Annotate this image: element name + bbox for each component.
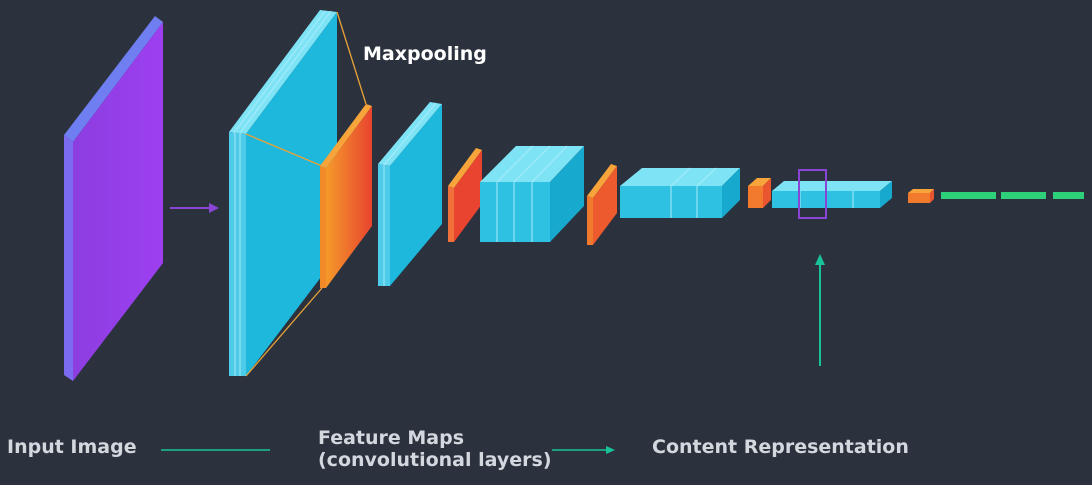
content-representation-label: Content Representation (652, 436, 909, 458)
conv-layer-5 (772, 181, 892, 208)
fully-connected-layers (941, 192, 1084, 199)
input-arrow (170, 203, 219, 213)
pool-layer-3 (587, 164, 617, 245)
conv-layer-2 (378, 102, 442, 286)
content-representation-highlight (798, 169, 827, 219)
input-image-label: Input Image (7, 436, 137, 458)
conv-layer-1 (229, 10, 337, 376)
conv-layer-4 (620, 167, 740, 218)
content-arrow (815, 254, 825, 366)
conv-layer-3 (480, 145, 584, 242)
pool-layer-2 (448, 148, 482, 242)
fc-layer-3 (1053, 192, 1084, 199)
feature-maps-label-line2: (convolutional layers) (318, 449, 552, 471)
feature-maps-label: Feature Maps (convolutional layers) (318, 427, 552, 471)
features-to-content-arrow (552, 446, 615, 454)
fc-layer-1 (941, 192, 996, 199)
input-image-plane (64, 16, 163, 381)
pool-layer-4 (748, 178, 771, 208)
feature-maps-label-line1: Feature Maps (318, 427, 465, 449)
maxpool-projection-lines (245, 11, 367, 377)
maxpooling-label: Maxpooling (363, 43, 487, 65)
pool-layer-1 (320, 104, 372, 288)
fc-layer-2 (1001, 192, 1046, 199)
pool-layer-5 (908, 189, 934, 203)
